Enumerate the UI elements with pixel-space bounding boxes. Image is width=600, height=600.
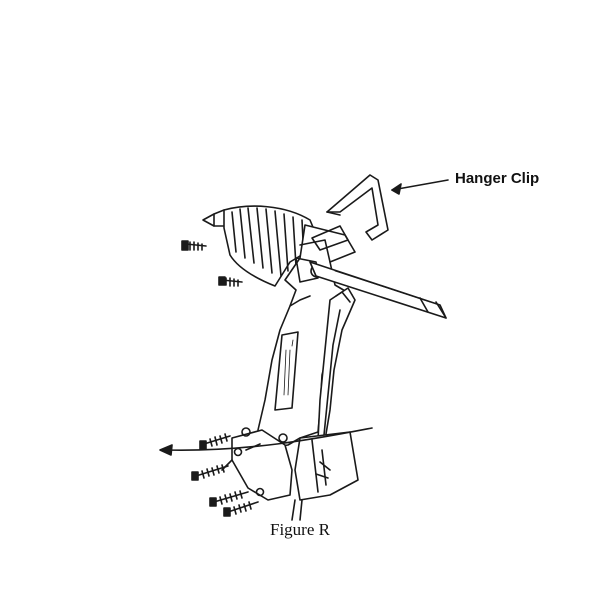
handle-label-plate xyxy=(274,331,299,411)
removal-direction-arrow xyxy=(159,427,373,456)
rear-cover xyxy=(294,431,359,501)
screw-middle-left xyxy=(218,276,243,287)
trigger-assembly xyxy=(317,287,356,441)
power-cord xyxy=(291,499,303,521)
screw-lower-3 xyxy=(209,490,249,507)
screw-lower-1 xyxy=(199,433,231,450)
screw-lower-4 xyxy=(223,501,259,517)
screw-top-left xyxy=(181,240,207,251)
screw-lower-2 xyxy=(191,464,229,481)
hanger-clip-arrow xyxy=(391,179,449,195)
hanger-clip xyxy=(311,174,389,251)
figure-caption: Figure R xyxy=(270,520,330,539)
hanger-clip-label: Hanger Clip xyxy=(455,170,540,187)
barrel-housing xyxy=(223,205,321,287)
glue-stick xyxy=(309,261,447,319)
